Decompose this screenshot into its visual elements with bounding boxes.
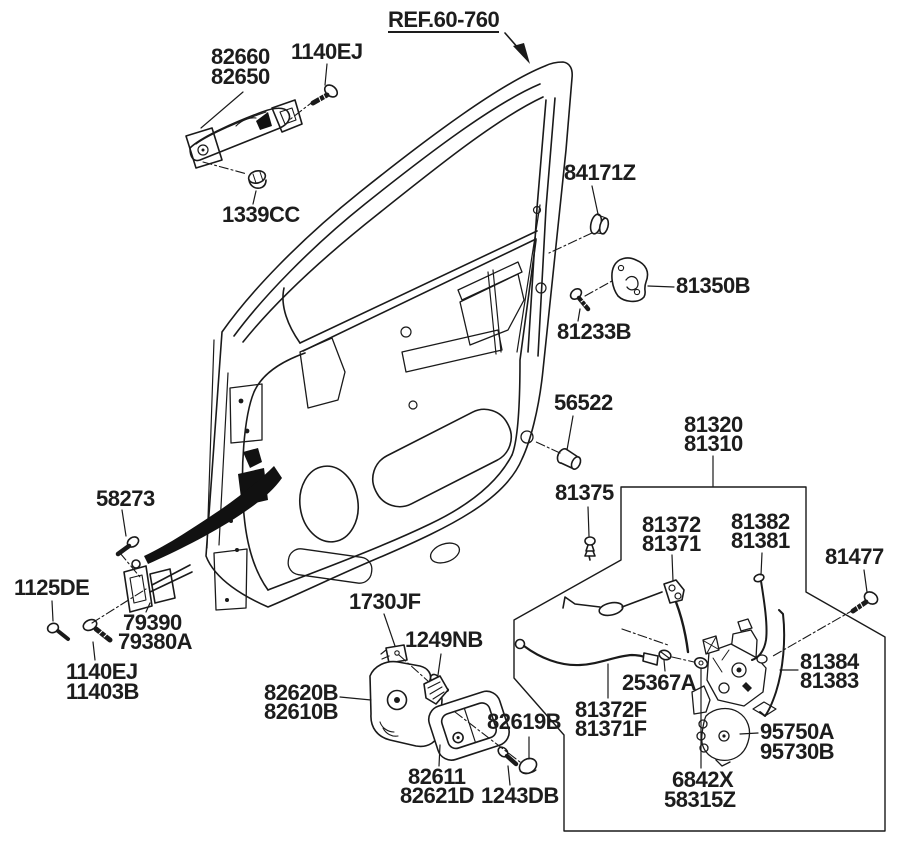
bolt-81233b bbox=[569, 288, 591, 312]
part-label-82610b: 82610B bbox=[264, 699, 339, 724]
diamond-pointer bbox=[752, 701, 777, 717]
striker-81350b bbox=[611, 257, 649, 303]
leader-lines bbox=[51, 63, 868, 786]
part-label-82650: 82650 bbox=[211, 64, 270, 89]
ref-callout-arrow bbox=[504, 32, 530, 64]
part-label-84171z: 84171Z bbox=[564, 160, 636, 185]
part-label-81372f: 81372F bbox=[575, 697, 647, 722]
bolt-1125de bbox=[46, 622, 70, 641]
nut-1339cc bbox=[247, 170, 267, 189]
part-label-95750a: 95750A bbox=[760, 719, 835, 744]
part-label-1339cc: 1339CC bbox=[222, 202, 300, 227]
part-label-81233b: 81233B bbox=[557, 319, 632, 344]
part-label-81384: 81384 bbox=[800, 649, 859, 674]
part-label-82660: 82660 bbox=[211, 44, 270, 69]
screw-81477 bbox=[850, 591, 879, 614]
grommet-84171z bbox=[589, 213, 610, 235]
part-label-1243db: 1243DB bbox=[481, 783, 559, 808]
cap-82619b bbox=[518, 757, 538, 775]
part-label-79390: 79390 bbox=[123, 610, 182, 635]
part-label-58315z: 58315Z bbox=[664, 787, 736, 812]
ref-callout-label: REF.60-760 bbox=[388, 7, 500, 33]
part-label-82621d: 82621D bbox=[400, 783, 475, 808]
part-label-81310: 81310 bbox=[684, 431, 743, 456]
part-label-81371: 81371 bbox=[642, 531, 701, 556]
rod-inside-handle bbox=[562, 579, 690, 654]
screw-1243db bbox=[497, 746, 519, 767]
part-label-56522: 56522 bbox=[554, 390, 613, 415]
latch-box-outline bbox=[513, 486, 886, 832]
part-label-95730b: 95730B bbox=[760, 739, 835, 764]
inside-handle-82620b bbox=[369, 660, 449, 748]
bezel-82611 bbox=[427, 690, 510, 761]
outside-handle-assembly bbox=[185, 99, 303, 169]
part-label-82620b: 82620B bbox=[264, 680, 339, 705]
part-label-81382: 81382 bbox=[731, 509, 790, 534]
part-label-11403b: 11403B bbox=[66, 679, 139, 704]
plug-56522 bbox=[556, 448, 582, 470]
part-label-1249nb: 1249NB bbox=[405, 627, 483, 652]
door-panel bbox=[144, 61, 573, 611]
bolt-58273 bbox=[115, 536, 140, 557]
part-label-1125de: 1125DE bbox=[14, 575, 90, 600]
door-check-79390 bbox=[123, 559, 193, 613]
clip-1730jf bbox=[380, 644, 408, 670]
part-label-6842x: 6842X bbox=[672, 767, 734, 792]
part-label-81372: 81372 bbox=[642, 512, 701, 537]
part-label-81320: 81320 bbox=[684, 412, 743, 437]
part-label-82619b: 82619B bbox=[487, 709, 562, 734]
actuator-95750a bbox=[696, 707, 751, 767]
rod-81384 bbox=[759, 609, 786, 717]
part-label-81375: 81375 bbox=[555, 480, 614, 505]
rod-81382 bbox=[751, 573, 768, 661]
bolt-1140ej-top bbox=[310, 84, 339, 106]
clip-6842x bbox=[693, 657, 709, 669]
part-label-1140ej-top: 1140EJ bbox=[291, 39, 363, 64]
cable-81372f bbox=[514, 638, 659, 667]
part-label-25367a: 25367A bbox=[622, 670, 697, 695]
part-label-81371f: 81371F bbox=[575, 716, 647, 741]
clip-81375 bbox=[584, 536, 596, 561]
part-label-1140ej-lower: 1140EJ bbox=[66, 659, 138, 684]
part-label-79380a: 79380A bbox=[118, 629, 193, 654]
part-label-1730jf: 1730JF bbox=[349, 589, 421, 614]
part-label-58273: 58273 bbox=[96, 486, 155, 511]
dash-dot-lines bbox=[91, 99, 856, 763]
part-label-82611: 82611 bbox=[408, 764, 466, 789]
part-label-81477: 81477 bbox=[825, 544, 884, 569]
clip-25367a bbox=[658, 649, 672, 661]
part-label-81383: 81383 bbox=[800, 668, 859, 693]
part-label-81381: 81381 bbox=[731, 528, 790, 553]
part-label-81350b: 81350B bbox=[676, 273, 751, 298]
